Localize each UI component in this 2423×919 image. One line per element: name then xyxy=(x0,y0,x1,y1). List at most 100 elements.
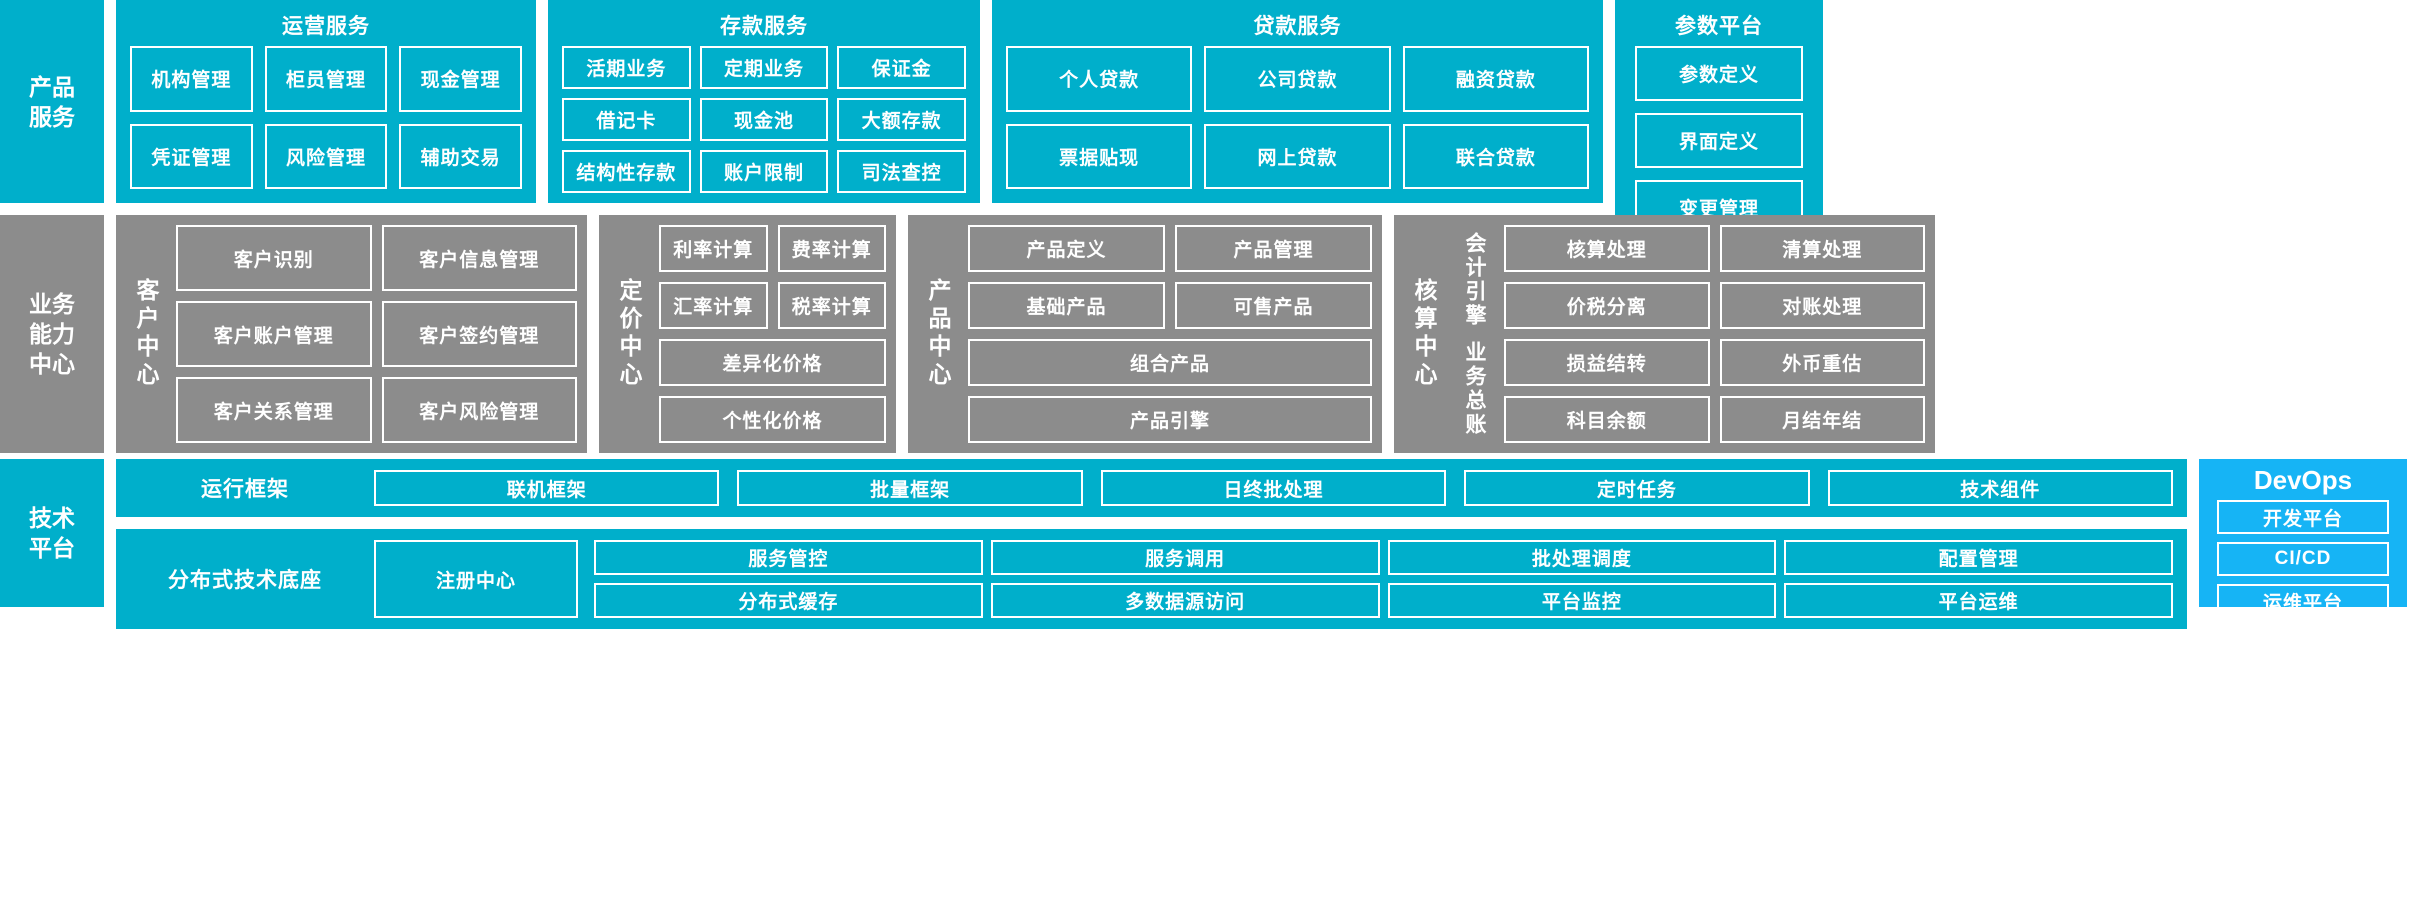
panel-distributed-base: 分布式技术底座 注册中心 服务管控 服务调用 批处理调度 配置管理 分布式缓存 … xyxy=(116,529,2187,629)
capability-cell[interactable]: 个性化价格 xyxy=(659,396,886,443)
service-cell[interactable]: 现金池 xyxy=(699,98,829,141)
capability-cell[interactable]: 税率计算 xyxy=(777,282,886,329)
parameter-item[interactable]: 参数定义 xyxy=(1635,46,1803,102)
product-center-grid: 产品定义 产品管理 基础产品 可售产品 组合产品 产品引擎 xyxy=(968,225,1372,443)
deposit-services-grid: 活期业务 定期业务 保证金 借记卡 现金池 大额存款 结构性存款 账户限制 司法… xyxy=(548,46,980,203)
service-cell[interactable]: 风险管理 xyxy=(264,123,388,189)
accounting-subgroup-labels: 会计引擎 业务总账 xyxy=(1454,225,1494,443)
layer-label-business-capability: 业务 能力 中心 xyxy=(0,215,104,453)
center-pricing: 定价中心 利率计算 费率计算 汇率计算 税率计算 差异化价格 个性化价格 xyxy=(599,215,896,453)
layer-label-line-1: 产品 xyxy=(29,73,75,100)
group-devops: DevOps 开发平台 CI/CD 运维平台 xyxy=(2199,459,2407,618)
center-label-product: 产品中心 xyxy=(925,278,951,390)
tech-cell[interactable]: 联机框架 xyxy=(374,470,720,506)
distributed-base-content: 注册中心 服务管控 服务调用 批处理调度 配置管理 分布式缓存 多数据源访问 平… xyxy=(374,540,2173,618)
parameter-item[interactable]: 界面定义 xyxy=(1635,113,1803,169)
business-capability-band: 业务 能力 中心 客户中心 客户识别 客户信息管理 客户账户管理 客户签约管理 … xyxy=(0,215,2423,453)
group-operation-services: 运营服务 机构管理 柜员管理 现金管理 凭证管理 风险管理 辅助交易 xyxy=(116,0,536,203)
tech-cell[interactable]: 定时任务 xyxy=(1464,470,1810,506)
tech-cell[interactable]: 日终批处理 xyxy=(1100,470,1447,506)
tech-cell[interactable]: 多数据源访问 xyxy=(990,583,1380,618)
runtime-framework-cells: 联机框架 批量框架 日终批处理 定时任务 技术组件 xyxy=(374,470,2173,506)
capability-cell[interactable]: 客户风险管理 xyxy=(381,377,577,443)
capability-cell[interactable]: 客户账户管理 xyxy=(176,301,372,367)
devops-item[interactable]: 运维平台 xyxy=(2217,584,2389,618)
group-title-devops: DevOps xyxy=(2253,465,2353,495)
capability-cell[interactable]: 基础产品 xyxy=(968,282,1165,329)
service-cell[interactable]: 保证金 xyxy=(837,46,966,89)
capability-cell[interactable]: 清算处理 xyxy=(1719,225,1925,272)
tech-cell[interactable]: 技术组件 xyxy=(1827,470,2173,506)
service-cell[interactable]: 个人贷款 xyxy=(1006,46,1193,112)
service-cell[interactable]: 凭证管理 xyxy=(130,123,253,189)
panel-title-runtime-framework: 运行框架 xyxy=(201,478,289,501)
capability-cell[interactable]: 差异化价格 xyxy=(659,339,886,386)
panel-runtime-framework: 运行框架 联机框架 批量框架 日终批处理 定时任务 技术组件 xyxy=(116,459,2187,517)
capability-cell[interactable]: 产品管理 xyxy=(1175,225,1372,272)
capability-cell[interactable]: 损益结转 xyxy=(1504,339,1710,386)
service-cell[interactable]: 活期业务 xyxy=(562,46,691,89)
devops-item[interactable]: 开发平台 xyxy=(2217,500,2389,534)
capability-cell[interactable]: 客户关系管理 xyxy=(176,377,372,443)
center-product: 产品中心 产品定义 产品管理 基础产品 可售产品 组合产品 产品引擎 xyxy=(908,215,1382,453)
capability-cell[interactable]: 汇率计算 xyxy=(659,282,768,329)
service-cell[interactable]: 柜员管理 xyxy=(264,46,388,112)
service-cell[interactable]: 票据贴现 xyxy=(1006,123,1193,189)
layer-label-line-1: 技术 xyxy=(29,505,75,531)
service-cell[interactable]: 机构管理 xyxy=(130,46,253,112)
capability-cell[interactable]: 组合产品 xyxy=(968,339,1372,386)
capability-cell[interactable]: 核算处理 xyxy=(1504,225,1710,272)
center-label-pricing: 定价中心 xyxy=(616,278,642,390)
layer-label-line-2: 能力 xyxy=(29,321,75,347)
tech-cell[interactable]: 配置管理 xyxy=(1784,540,2173,575)
service-cell[interactable]: 联合贷款 xyxy=(1402,123,1589,189)
layer-label-product-services: 产品 服务 xyxy=(0,0,104,203)
tech-cell[interactable]: 分布式缓存 xyxy=(594,583,983,618)
subgroup-label-accounting-engine: 会计引擎 xyxy=(1463,231,1486,328)
tech-platform-band: 技术 平台 运行框架 联机框架 批量框架 日终批处理 定时任务 技术组件 分布式… xyxy=(0,459,2423,919)
service-cell[interactable]: 网上贷款 xyxy=(1204,123,1391,189)
capability-cell[interactable]: 利率计算 xyxy=(659,225,768,272)
tech-cell[interactable]: 服务调用 xyxy=(990,540,1380,575)
capability-cell[interactable]: 客户识别 xyxy=(176,225,372,291)
loan-services-grid: 个人贷款 公司贷款 融资贷款 票据贴现 网上贷款 联合贷款 xyxy=(992,46,1603,203)
group-deposit-services: 存款服务 活期业务 定期业务 保证金 借记卡 现金池 大额存款 结构性存款 账户… xyxy=(548,0,980,203)
capability-cell[interactable]: 可售产品 xyxy=(1175,282,1372,329)
tech-stack: 运行框架 联机框架 批量框架 日终批处理 定时任务 技术组件 分布式技术底座 注… xyxy=(116,459,2187,919)
distributed-base-grid: 服务管控 服务调用 批处理调度 配置管理 分布式缓存 多数据源访问 平台监控 平… xyxy=(594,540,2173,618)
tech-cell[interactable]: 平台监控 xyxy=(1387,583,1777,618)
service-cell[interactable]: 账户限制 xyxy=(699,150,829,193)
capability-cell[interactable]: 客户签约管理 xyxy=(381,301,577,367)
tech-cell[interactable]: 批量框架 xyxy=(737,470,1083,506)
service-cell[interactable]: 公司贷款 xyxy=(1204,46,1391,112)
service-cell[interactable]: 现金管理 xyxy=(399,46,522,112)
capability-cell[interactable]: 产品引擎 xyxy=(968,396,1372,443)
tech-cell[interactable]: 服务管控 xyxy=(594,540,983,575)
layer-label-line-2: 平台 xyxy=(29,535,75,561)
capability-cell[interactable]: 外币重估 xyxy=(1719,339,1925,386)
capability-cell[interactable]: 月结年结 xyxy=(1719,396,1925,443)
pricing-center-grid: 利率计算 费率计算 汇率计算 税率计算 差异化价格 个性化价格 xyxy=(659,225,886,443)
tech-cell[interactable]: 批处理调度 xyxy=(1387,540,1777,575)
capability-cell[interactable]: 产品定义 xyxy=(968,225,1165,272)
center-label-customer: 客户中心 xyxy=(133,278,159,390)
service-cell[interactable]: 司法查控 xyxy=(837,150,966,193)
capability-cell[interactable]: 价税分离 xyxy=(1504,282,1710,329)
service-cell[interactable]: 定期业务 xyxy=(699,46,829,89)
service-cell[interactable]: 结构性存款 xyxy=(562,150,691,193)
tech-cell[interactable]: 平台运维 xyxy=(1784,583,2173,618)
capability-cell[interactable]: 对账处理 xyxy=(1719,282,1925,329)
devops-item[interactable]: CI/CD xyxy=(2217,542,2389,576)
center-label-accounting: 核算中心 xyxy=(1411,278,1437,390)
customer-center-grid: 客户识别 客户信息管理 客户账户管理 客户签约管理 客户关系管理 客户风险管理 xyxy=(176,225,577,443)
service-cell[interactable]: 辅助交易 xyxy=(399,123,522,189)
service-cell[interactable]: 大额存款 xyxy=(837,98,966,141)
accounting-center-grid: 核算处理 清算处理 价税分离 对账处理 损益结转 外币重估 科目余额 月结年结 xyxy=(1504,225,1925,443)
tech-cell-registry[interactable]: 注册中心 xyxy=(374,540,578,618)
service-cell[interactable]: 借记卡 xyxy=(562,98,691,141)
service-cell[interactable]: 融资贷款 xyxy=(1402,46,1589,112)
capability-cell[interactable]: 科目余额 xyxy=(1504,396,1710,443)
capability-cell[interactable]: 客户信息管理 xyxy=(381,225,577,291)
capability-cell[interactable]: 费率计算 xyxy=(777,225,886,272)
